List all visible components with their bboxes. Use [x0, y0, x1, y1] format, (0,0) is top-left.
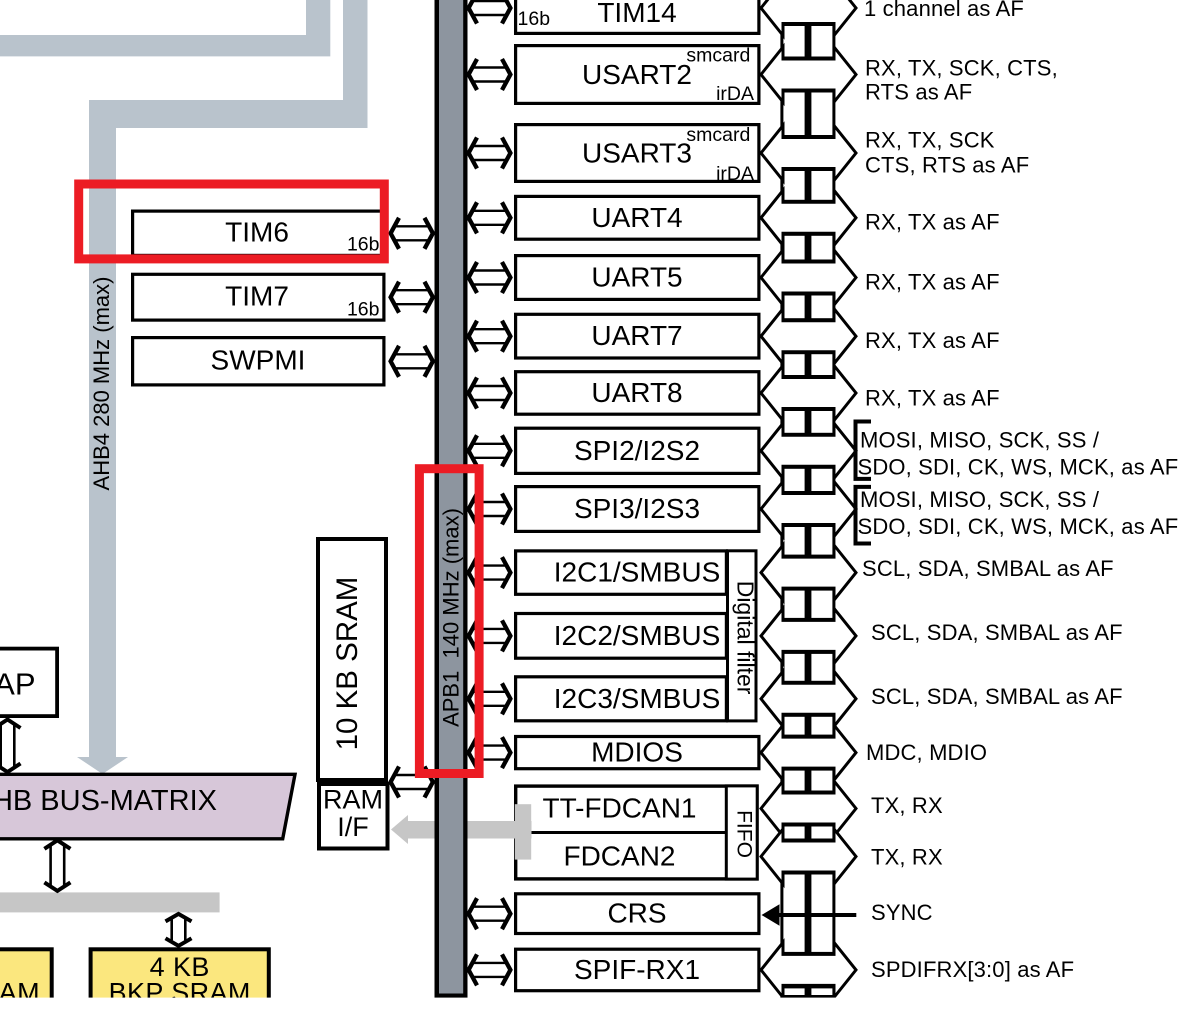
svg-text:AP: AP [0, 667, 36, 702]
svg-text:16b: 16b [518, 8, 551, 30]
svg-text:irDA: irDA [716, 83, 754, 105]
svg-text:4 KB: 4 KB [150, 952, 210, 982]
svg-text:SWPMI: SWPMI [211, 345, 306, 376]
svg-text:MDC, MDIO: MDC, MDIO [866, 740, 987, 765]
svg-text:smcard: smcard [686, 124, 750, 146]
svg-text:TX, RX: TX, RX [871, 793, 943, 818]
svg-text:SPI3/I2S3: SPI3/I2S3 [574, 493, 700, 524]
svg-text:MOSI, MISO, SCK, SS /: MOSI, MISO, SCK, SS / [860, 428, 1100, 453]
svg-text:SPIF-RX1: SPIF-RX1 [574, 954, 700, 985]
svg-text:MDIOS: MDIOS [591, 737, 683, 768]
svg-text:FIFO: FIFO [733, 810, 756, 858]
svg-text:CRS: CRS [607, 898, 666, 929]
svg-text:APB1 140 MHz (max): APB1 140 MHz (max) [439, 508, 464, 727]
svg-text:AHB BUS-MATRIX: AHB BUS-MATRIX [0, 785, 217, 817]
svg-text:UART8: UART8 [591, 377, 682, 408]
svg-text:TIM7: TIM7 [225, 281, 289, 312]
svg-text:SDO, SDI, CK, WS, MCK, as AF: SDO, SDI, CK, WS, MCK, as AF [858, 514, 1179, 539]
svg-text:1 channel as AF: 1 channel as AF [864, 0, 1024, 21]
svg-text:TIM14: TIM14 [597, 0, 676, 28]
svg-text:RX, TX as AF: RX, TX as AF [865, 386, 1000, 411]
svg-text:I2C3/SMBUS: I2C3/SMBUS [554, 683, 721, 714]
svg-text:FDCAN2: FDCAN2 [563, 841, 675, 872]
svg-text:TT-FDCAN1: TT-FDCAN1 [543, 793, 697, 824]
svg-text:TIM6: TIM6 [225, 216, 289, 247]
svg-text:SCL, SDA, SMBAL as AF: SCL, SDA, SMBAL as AF [862, 556, 1114, 581]
svg-text:RX, TX as AF: RX, TX as AF [865, 270, 1000, 295]
svg-text:SCL, SDA, SMBAL as AF: SCL, SDA, SMBAL as AF [871, 620, 1123, 645]
svg-text:RAM: RAM [323, 785, 383, 815]
svg-text:16b: 16b [347, 234, 380, 256]
svg-text:AHB4 280 MHz (max): AHB4 280 MHz (max) [89, 277, 114, 491]
svg-text:RX, TX, SCK, CTS,: RX, TX, SCK, CTS, [865, 55, 1058, 80]
svg-text:SYNC: SYNC [871, 900, 933, 925]
svg-text:RX, TX as AF: RX, TX as AF [865, 210, 1000, 235]
svg-text:irDA: irDA [716, 163, 754, 185]
svg-text:RTS as AF: RTS as AF [865, 79, 972, 104]
svg-text:TX, RX: TX, RX [871, 845, 943, 870]
svg-text:10 KB SRAM: 10 KB SRAM [331, 577, 364, 751]
svg-text:I/F: I/F [337, 812, 369, 842]
svg-text:UART7: UART7 [591, 320, 682, 351]
svg-text:RX, TX as AF: RX, TX as AF [865, 328, 1000, 353]
svg-text:Digital filter: Digital filter [733, 581, 759, 695]
svg-text:UART4: UART4 [591, 202, 682, 233]
svg-text:SPDIFRX[3:0] as AF: SPDIFRX[3:0] as AF [871, 957, 1074, 982]
svg-text:I2C1/SMBUS: I2C1/SMBUS [554, 557, 721, 588]
svg-text:smcard: smcard [686, 45, 750, 67]
svg-text:UART5: UART5 [591, 262, 682, 293]
svg-text:USART2: USART2 [582, 59, 692, 90]
svg-text:16b: 16b [347, 298, 380, 320]
svg-text:SDO, SDI, CK, WS, MCK, as AF: SDO, SDI, CK, WS, MCK, as AF [858, 454, 1179, 479]
svg-text:SPI2/I2S2: SPI2/I2S2 [574, 435, 700, 466]
svg-text:CTS, RTS as AF: CTS, RTS as AF [865, 152, 1029, 177]
svg-text:RX, TX, SCK: RX, TX, SCK [865, 128, 995, 153]
svg-text:USART3: USART3 [582, 137, 692, 168]
svg-text:I2C2/SMBUS: I2C2/SMBUS [554, 620, 721, 651]
svg-text:MOSI, MISO, SCK, SS /: MOSI, MISO, SCK, SS / [860, 487, 1100, 512]
svg-text:SCL, SDA, SMBAL as AF: SCL, SDA, SMBAL as AF [871, 684, 1123, 709]
